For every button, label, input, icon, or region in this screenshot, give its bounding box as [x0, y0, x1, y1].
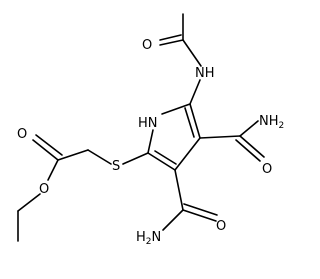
atom-label-o-right: O [262, 162, 272, 177]
bond-amide-c-n [239, 120, 259, 137]
bond-ch2-ester-c [57, 149, 89, 161]
bond-amide-c-o [239, 135, 265, 158]
bond-ester-c-o-double-a [32, 139, 59, 161]
atom-label-s: S [112, 159, 120, 174]
atom-label-o-ester-carbonyl: O [17, 127, 27, 142]
bond-c4-c5-double [184, 107, 195, 138]
atom-label-nh-amide: NH [195, 66, 215, 81]
atom-labels: O NH HN NH2 O O O S H2N O [17, 38, 284, 247]
bond-ester-c-o-double-b [35, 134, 63, 156]
bond-s-ch2 [87, 149, 112, 165]
atom-label-nh-ring: HN [138, 116, 158, 131]
bond-acetyl-carbonyl [159, 39, 184, 46]
bond-c4-c5 [189, 103, 201, 139]
molecule-structure: O NH HN NH2 O O O S H2N O [17, 13, 284, 247]
bond-o-ethyl-ch2 [17, 193, 41, 212]
atom-label-o-bottom: O [216, 219, 226, 234]
bond-c2-s [122, 152, 149, 165]
bonds [17, 13, 265, 242]
atom-label-o-acetyl: O [142, 38, 152, 53]
atom-label-nh2-right: NH2 [259, 114, 284, 131]
bond-c3-c4 [174, 137, 201, 171]
bond-amide2-c-o-double [183, 203, 218, 216]
bond-c2-c3 [147, 152, 176, 171]
bond-n1-c2 [147, 129, 154, 154]
atom-label-o-ester: O [39, 182, 49, 197]
bond-c4-amide-c [199, 135, 241, 139]
bond-n-ring-c5 [189, 79, 201, 105]
bond-acetyl-c-n [182, 39, 202, 67]
bond-c3-amide-c [174, 169, 184, 211]
atom-label-nh2-right-sub: 2 [279, 121, 285, 131]
bond-acetyl-carbonyl-double [159, 34, 182, 41]
bond-c5-n1 [161, 103, 191, 115]
atom-label-h2n-bottom-sub: 2 [146, 237, 152, 247]
atom-label-h2n-bottom: H2N [136, 230, 161, 247]
bond-amide2-c-n [162, 209, 184, 231]
bond-ester-c-o [47, 159, 59, 181]
bond-c2-c3-double [154, 150, 177, 165]
bond-amide2-c-o [182, 209, 217, 222]
bond-amide-c-o-double [235, 139, 261, 162]
